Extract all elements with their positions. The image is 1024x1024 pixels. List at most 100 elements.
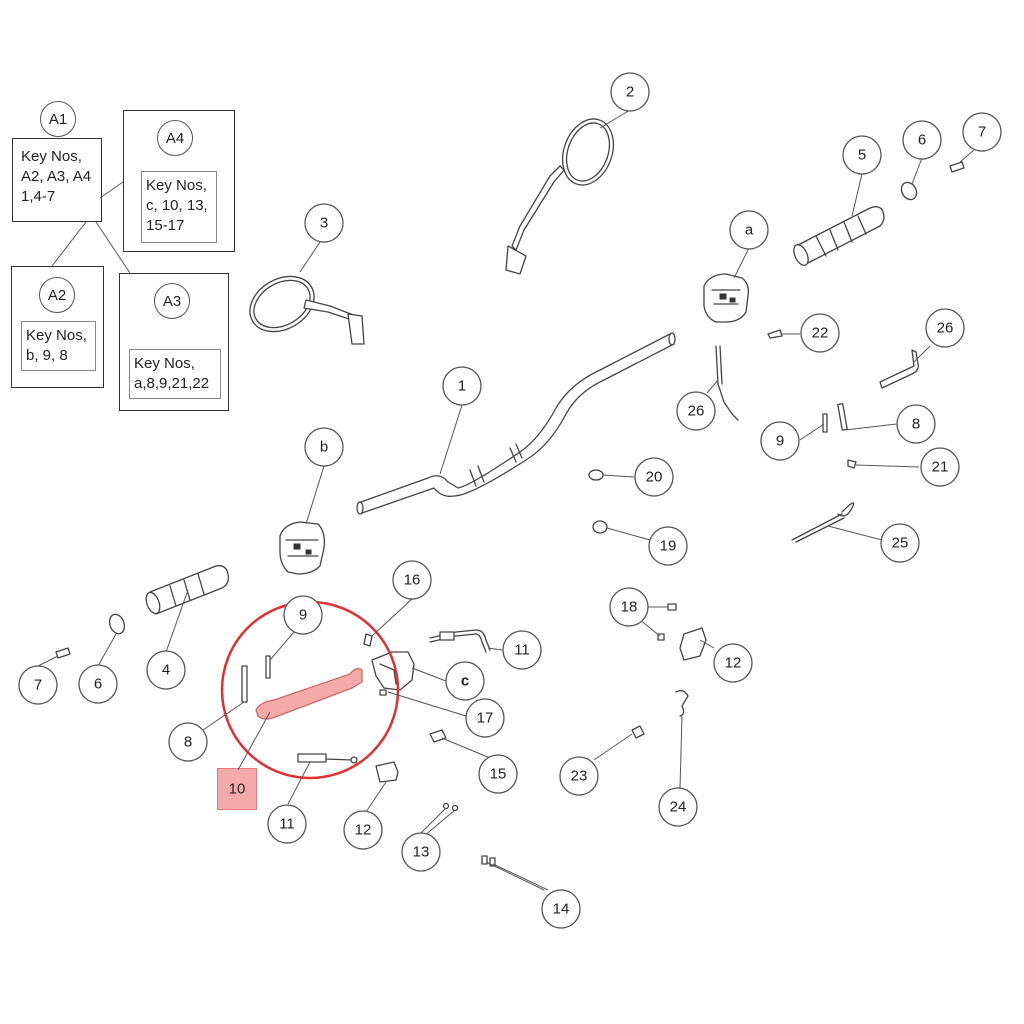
svg-text:7: 7 <box>978 124 986 141</box>
pin-left-9 <box>265 655 271 679</box>
group-a3-text: Key Nos, a,8,9,21,22 <box>129 349 221 399</box>
cable-lower-11 <box>297 753 358 764</box>
callout-8-right: 8 <box>896 404 936 444</box>
leader-lines <box>37 109 975 891</box>
screw-right <box>949 161 965 173</box>
callout-6-right: 6 <box>902 120 942 160</box>
mirror-left <box>249 275 365 345</box>
callout-9-right: 9 <box>760 421 800 461</box>
svg-text:22: 22 <box>812 325 829 342</box>
svg-text:1: 1 <box>458 378 466 395</box>
part-22 <box>767 329 783 339</box>
highlight-label-bg <box>217 768 257 810</box>
lever-bracket <box>371 651 415 691</box>
svg-text:3: 3 <box>320 215 328 232</box>
svg-text:15: 15 <box>490 766 507 783</box>
part-16 <box>363 633 373 647</box>
mirror-right <box>505 118 615 275</box>
svg-text:8: 8 <box>912 416 920 433</box>
callout-14: 14 <box>541 889 581 929</box>
cable-upper-11 <box>429 629 491 653</box>
callout-7-left: 7 <box>18 665 58 705</box>
callout-11-upper: 11 <box>502 630 542 670</box>
svg-text:a: a <box>745 222 754 239</box>
pin-right-9 <box>822 413 828 433</box>
part-25 <box>791 502 855 543</box>
callout-8-left: 8 <box>168 722 208 762</box>
clutch-lever-highlighted <box>255 668 363 720</box>
callout-6-left: 6 <box>78 664 118 704</box>
svg-text:25: 25 <box>892 535 909 552</box>
pin-left-8 <box>241 665 248 703</box>
svg-text:c: c <box>461 673 469 690</box>
callout-20: 20 <box>634 457 674 497</box>
callout-11-lower: 11 <box>267 804 307 844</box>
switch-housing-right <box>703 273 750 323</box>
svg-text:26: 26 <box>688 403 705 420</box>
svg-text:2: 2 <box>626 84 634 101</box>
handlebar <box>356 332 676 515</box>
svg-text:12: 12 <box>725 655 742 672</box>
callout-13: 13 <box>401 832 441 872</box>
svg-text:14: 14 <box>553 901 570 918</box>
callout-12-left: 12 <box>343 810 383 850</box>
part-21 <box>847 459 857 469</box>
svg-text:21: 21 <box>932 459 949 476</box>
part-20 <box>588 469 604 481</box>
part-15 <box>429 729 447 743</box>
svg-text:10: 10 <box>229 781 246 798</box>
callout-c: c <box>445 661 485 701</box>
callout-24: 24 <box>658 787 698 827</box>
callout-1: 1 <box>442 366 482 406</box>
svg-text:18: 18 <box>621 599 638 616</box>
callout-23: 23 <box>559 756 599 796</box>
callout-18: 18 <box>609 587 649 627</box>
svg-text:19: 19 <box>660 538 677 555</box>
svg-text:12: 12 <box>355 822 372 839</box>
callout-2: 2 <box>610 72 650 112</box>
svg-text:13: 13 <box>413 844 430 861</box>
callout-12-right: 12 <box>713 643 753 683</box>
callout-16: 16 <box>392 560 432 600</box>
svg-text:7: 7 <box>34 677 42 694</box>
group-a1-box: Key Nos, A2, A3, A4 1,4-7 <box>12 138 102 222</box>
part-23 <box>631 725 645 739</box>
callout-26-left: 26 <box>676 391 716 431</box>
grip-left <box>145 565 230 615</box>
callout-5: 5 <box>842 135 882 175</box>
svg-text:4: 4 <box>162 662 170 679</box>
svg-text:5: 5 <box>858 147 866 164</box>
callout-19: 19 <box>648 526 688 566</box>
group-a2-text: Key Nos, b, 9, 8 <box>21 321 96 371</box>
callout-10: 10 <box>229 781 246 798</box>
part-13 <box>442 802 459 812</box>
washer-right <box>900 181 918 201</box>
svg-text:26: 26 <box>937 320 954 337</box>
callout-a: a <box>729 210 769 250</box>
callout-26-right: 26 <box>925 308 965 348</box>
part-14 <box>481 855 496 867</box>
callout-22: 22 <box>800 313 840 353</box>
svg-text:8: 8 <box>184 734 192 751</box>
svg-text:6: 6 <box>918 132 926 149</box>
svg-text:16: 16 <box>404 572 421 589</box>
group-a4-text: Key Nos, c, 10, 13, 15-17 <box>141 171 217 243</box>
pin-right-8 <box>837 403 848 431</box>
callout-b: b <box>304 427 344 467</box>
switch-housing-left <box>279 521 326 575</box>
group-a1-text: Key Nos, A2, A3, A4 1,4-7 <box>17 143 97 215</box>
svg-text:11: 11 <box>279 816 295 833</box>
callout-9-left: 9 <box>283 595 323 635</box>
switch-12-lower <box>375 761 399 783</box>
callout-21: 21 <box>920 447 960 487</box>
callout-25: 25 <box>880 523 920 563</box>
callout-15: 15 <box>478 754 518 794</box>
part-17 <box>379 689 387 696</box>
wire-right-26b <box>879 349 920 389</box>
group-a1-label: A1 <box>40 101 76 137</box>
svg-text:9: 9 <box>299 607 307 624</box>
svg-text:17: 17 <box>477 710 494 727</box>
callout-4: 4 <box>146 650 186 690</box>
switch-12-upper <box>679 627 707 661</box>
